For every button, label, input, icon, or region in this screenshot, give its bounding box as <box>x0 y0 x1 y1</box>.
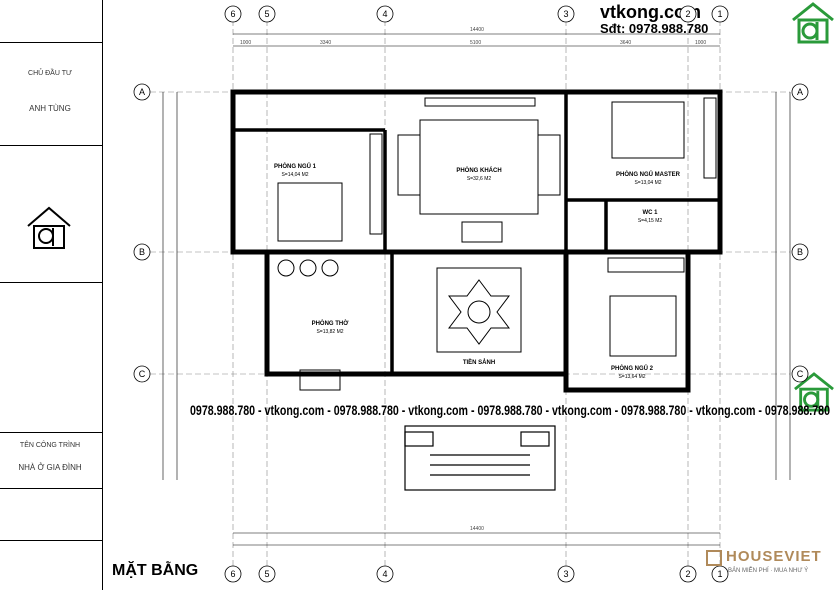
grid-bottom-1: 1 <box>717 569 722 579</box>
dim-overall-top: 14400 <box>470 27 484 33</box>
plan-svg: 14400 14400 1000 3340 5100 3640 1000 <box>133 5 830 583</box>
room-living-area: S=32,6 M2 <box>467 176 492 182</box>
grid-top-6: 6 <box>230 9 235 19</box>
dim-span-4: 3640 <box>620 40 631 46</box>
grid-top-2: 2 <box>685 9 690 19</box>
grid-left-b: B <box>139 247 145 257</box>
houseviet-icon <box>706 550 722 566</box>
room-bed2-name: PHÒNG NGỦ 2 <box>611 364 654 372</box>
brand-header: vtkong.com Sđt: 0978.988.780 <box>600 2 750 36</box>
grid-right-b: B <box>797 247 803 257</box>
room-foyer-name: TIỀN SẢNH <box>463 359 495 366</box>
houseviet-name: HOUSEVIET <box>726 548 822 565</box>
grid-top-5: 5 <box>264 9 269 19</box>
room-bed1-name: PHÒNG NGỦ 1 <box>274 162 317 170</box>
houseviet-logo: HOUSEVIET BẢN MIỄN PHÍ · MUA NHƯ Ý <box>706 548 838 588</box>
owner-label: CHỦ ĐẦU TƯ <box>28 70 72 77</box>
dim-span-3: 5100 <box>470 40 481 46</box>
brand-site: vtkong.com <box>600 2 702 22</box>
room-master-name: PHÒNG NGỦ MASTER <box>616 170 681 178</box>
dim-span-2: 3340 <box>320 40 331 46</box>
brand-logo-icon-2 <box>792 372 836 412</box>
grid-top-3: 3 <box>563 9 568 19</box>
title-block: CHỦ ĐẦU TƯ ANH TÙNG TÊN CÔNG TRÌNH NHÀ Ở… <box>0 0 103 590</box>
grid-top-1: 1 <box>717 9 722 19</box>
room-altar-area: S=13,82 M2 <box>316 329 343 335</box>
grid-bottom-3: 3 <box>563 569 568 579</box>
grid-bottom-4: 4 <box>382 569 387 579</box>
grid-right-c: C <box>797 369 804 379</box>
grid-left-c: C <box>139 369 146 379</box>
company-logo <box>26 206 72 250</box>
drawing-title: MẶT BẰNG <box>112 562 199 579</box>
room-wc1-area: S=4,15 M2 <box>638 218 663 224</box>
houseviet-tagline: BẢN MIỄN PHÍ · MUA NHƯ Ý <box>728 568 809 574</box>
grid-bottom-5: 5 <box>264 569 269 579</box>
owner-name: ANH TÙNG <box>29 104 71 113</box>
dim-overall-bottom: 14400 <box>470 526 484 532</box>
brand-phone: Sđt: 0978.988.780 <box>600 21 709 36</box>
dim-span-1: 1000 <box>240 40 251 46</box>
watermark-text: 0978.988.780 - vtkong.com - 0978.988.780… <box>190 402 830 418</box>
room-master-area: S=13,04 M2 <box>634 180 661 186</box>
room-bed1-area: S=14,04 M2 <box>281 172 308 178</box>
room-living-name: PHÒNG KHÁCH <box>456 166 501 174</box>
dim-span-5: 1000 <box>695 40 706 46</box>
grid-bottom-2: 2 <box>685 569 690 579</box>
grid-bottom-6: 6 <box>230 569 235 579</box>
grid-right-a: A <box>797 87 803 97</box>
room-wc1-name: WC 1 <box>643 210 659 216</box>
brand-logo-icon <box>790 2 836 44</box>
room-altar-name: PHÒNG THỜ <box>312 319 350 327</box>
project-name: NHÀ Ở GIA ĐÌNH <box>18 463 82 472</box>
room-bed2-area: S=13,64 M2 <box>618 374 645 380</box>
grid-left-a: A <box>139 87 145 97</box>
project-label: TÊN CÔNG TRÌNH <box>19 442 81 449</box>
grid-top-4: 4 <box>382 9 387 19</box>
